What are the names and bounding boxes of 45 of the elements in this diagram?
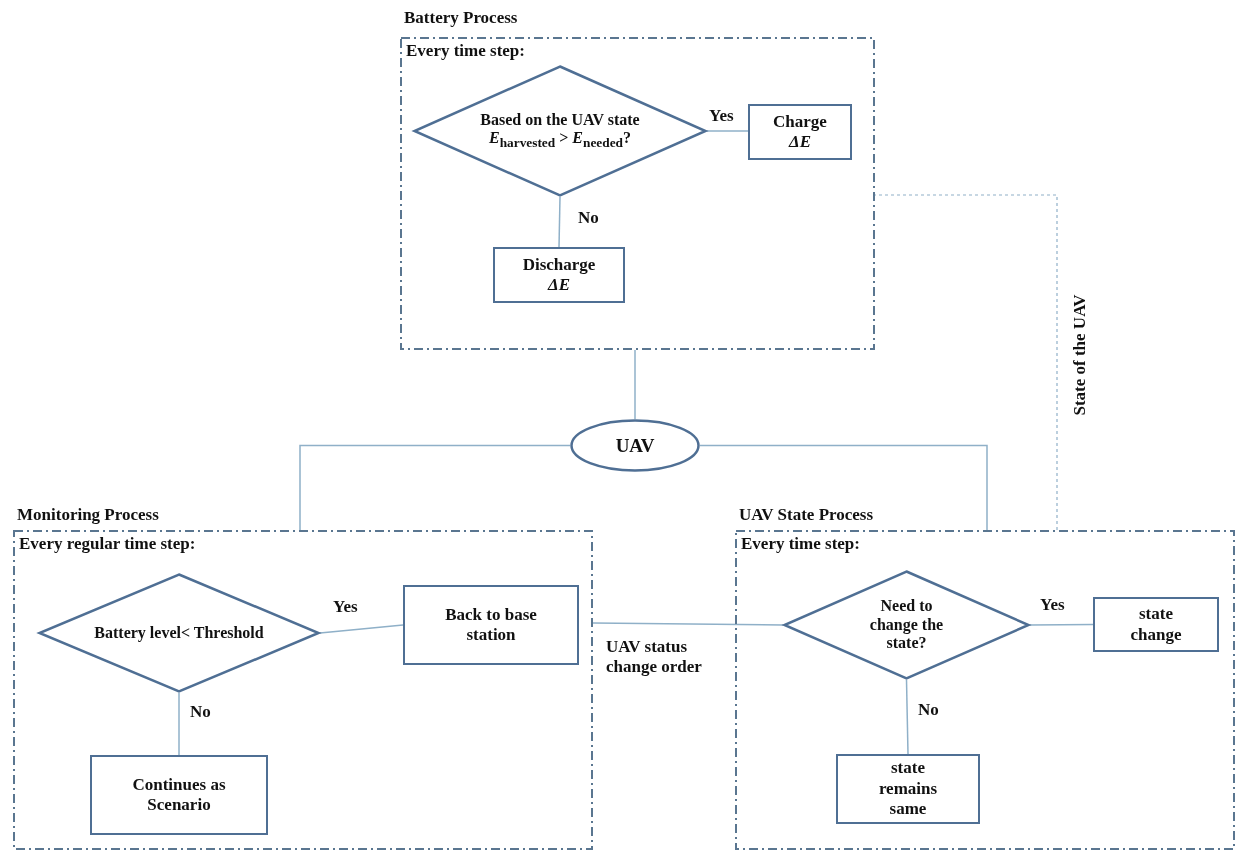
connector-line bbox=[558, 196, 561, 248]
connector-line bbox=[178, 692, 180, 756]
connector-line bbox=[634, 349, 636, 420]
edge-label: Yes bbox=[709, 106, 734, 127]
decision-text: Battery level< Threshold bbox=[94, 623, 264, 643]
step-label: Every regular time step: bbox=[19, 534, 196, 554]
connector-line bbox=[905, 679, 909, 755]
dashed-connector bbox=[874, 194, 1058, 531]
process-box bbox=[1093, 597, 1219, 652]
edge-label: State of the UAV bbox=[1070, 293, 1090, 418]
edge-label: No bbox=[578, 208, 599, 229]
edge-label: Yes bbox=[333, 597, 358, 618]
process-box bbox=[748, 104, 852, 160]
box-text: Back to base station bbox=[444, 604, 538, 646]
process-box bbox=[493, 247, 625, 303]
connector-line bbox=[319, 624, 404, 634]
decision-diamond bbox=[413, 65, 707, 197]
box-text: Continues as Scenario bbox=[131, 774, 227, 816]
box-text: state remains same bbox=[877, 758, 939, 820]
box-text: Charge ΔE bbox=[772, 111, 828, 153]
box-text: state change bbox=[1129, 604, 1183, 645]
connector-line bbox=[706, 130, 749, 132]
decision-text: Based on the UAV state E$_{harvested}$ > E$_{needed}$? bbox=[479, 111, 641, 151]
process-title: UAV State Process bbox=[739, 505, 874, 525]
decision-text: Need to change the state? bbox=[868, 597, 945, 653]
process-box bbox=[90, 755, 268, 835]
edge-label: UAV status change order bbox=[606, 637, 703, 678]
entity-ellipse bbox=[570, 419, 700, 472]
process-box bbox=[403, 585, 579, 665]
process-title: Battery Process bbox=[404, 8, 518, 28]
connector-line bbox=[699, 444, 988, 531]
step-label: Every time step: bbox=[406, 41, 525, 61]
process-box bbox=[836, 754, 980, 824]
edge-label: No bbox=[918, 700, 939, 721]
connector-line bbox=[1029, 623, 1094, 626]
decision-diamond bbox=[783, 570, 1030, 680]
decision-diamond bbox=[38, 573, 320, 693]
connector-line bbox=[299, 444, 571, 531]
process-title: Monitoring Process bbox=[17, 505, 159, 525]
edge-label: No bbox=[190, 702, 211, 723]
entity-name: UAV bbox=[615, 434, 655, 457]
edge-label: Yes bbox=[1040, 595, 1065, 616]
step-label: Every time step: bbox=[741, 534, 860, 554]
box-text: Discharge ΔE bbox=[521, 254, 597, 296]
connector-line bbox=[592, 622, 784, 626]
